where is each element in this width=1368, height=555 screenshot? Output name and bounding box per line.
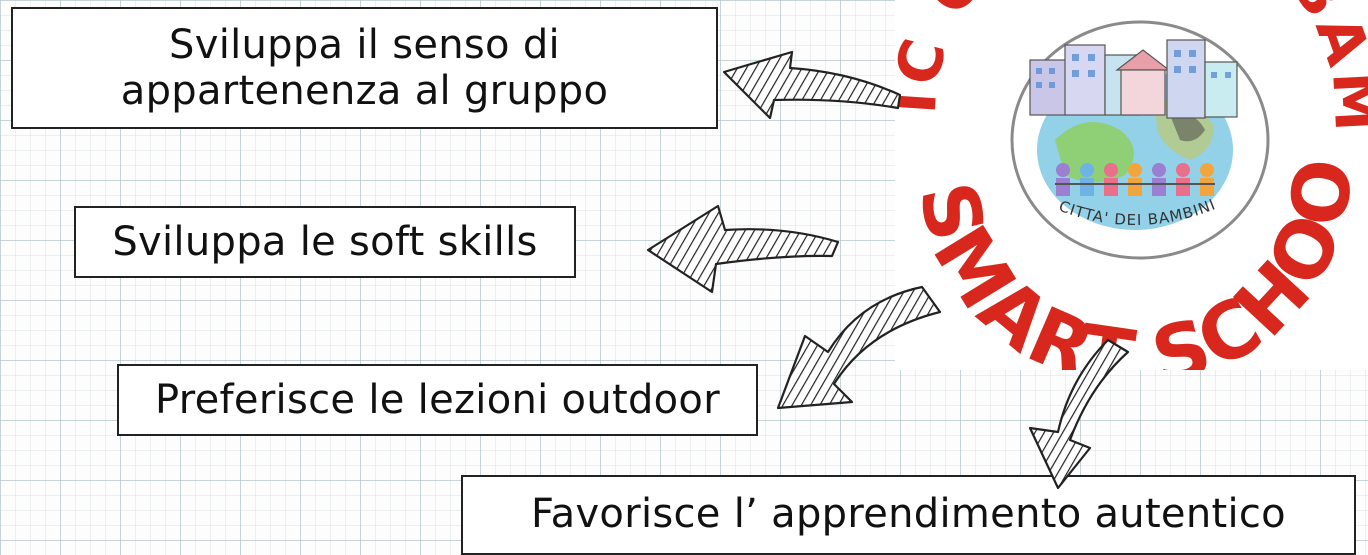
school-logo: CITTA' DEI BAMBINI IC CITTÀ DEI BAMBINI …	[895, 0, 1368, 370]
hatched-arrow-left-icon	[722, 50, 902, 120]
benefit-box-soft-skills: Sviluppa le soft skills	[74, 206, 576, 278]
hatched-arrow-down-icon	[1028, 338, 1130, 490]
hatched-arrow-down-left-icon	[776, 285, 942, 410]
benefit-authentic-learning-text: Favorisce l’ apprendimento autentico	[531, 491, 1286, 537]
benefit-belonging-line1: Sviluppa il senso di	[169, 22, 560, 68]
benefit-box-outdoor: Preferisce le lezioni outdoor	[117, 364, 758, 436]
children-figures	[1055, 163, 1215, 196]
smart-school-logo-graphic: CITTA' DEI BAMBINI IC CITTÀ DEI BAMBINI …	[895, 0, 1368, 370]
benefit-box-authentic-learning: Favorisce l’ apprendimento autentico	[461, 475, 1356, 555]
benefit-soft-skills-text: Sviluppa le soft skills	[112, 219, 538, 265]
benefit-box-belonging: Sviluppa il senso di appartenenza al gru…	[11, 7, 718, 129]
benefit-outdoor-text: Preferisce le lezioni outdoor	[155, 377, 720, 423]
benefit-belonging-line2: appartenenza al gruppo	[120, 68, 609, 114]
hatched-arrow-left-icon	[646, 204, 840, 294]
arrows-layer	[646, 50, 1130, 490]
